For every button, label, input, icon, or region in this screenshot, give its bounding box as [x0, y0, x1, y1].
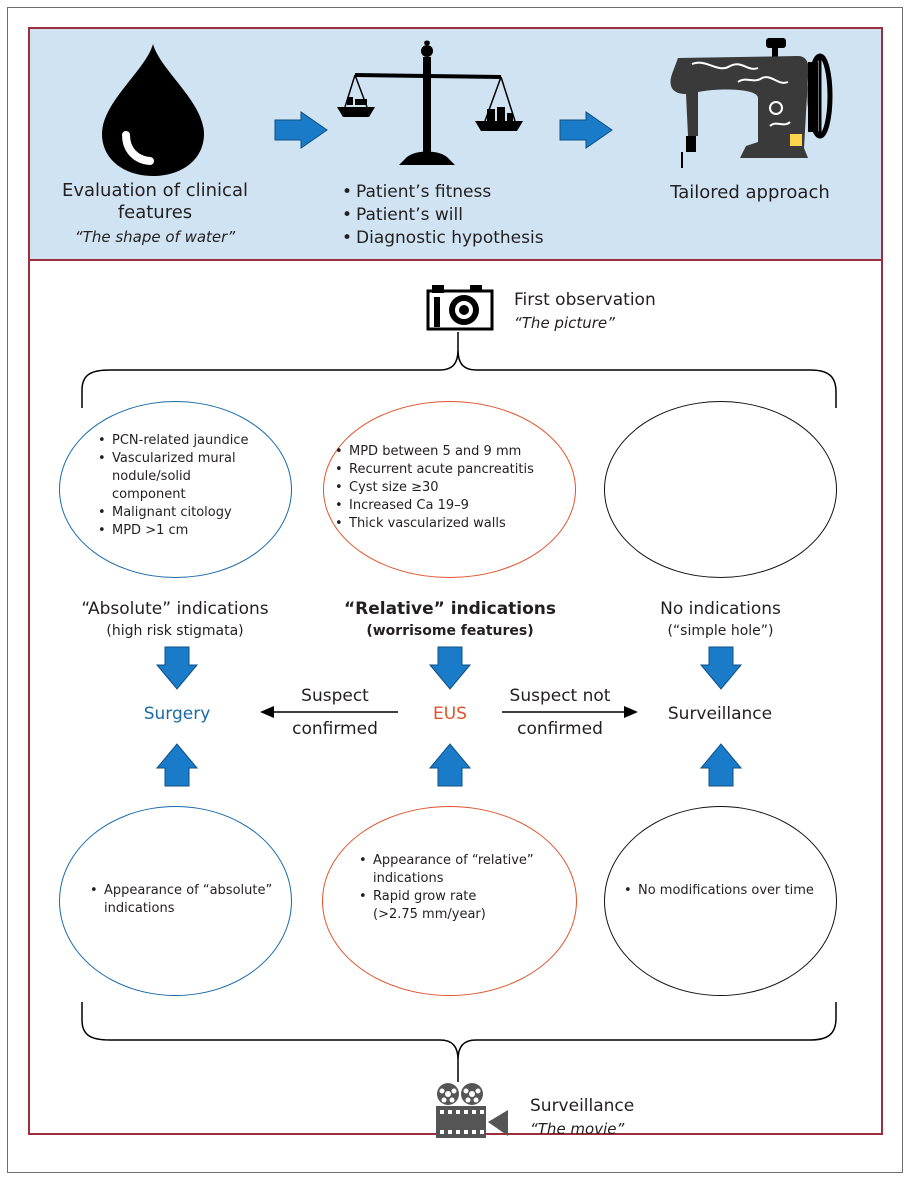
absolute-indications-title: “Absolute” indications: [81, 599, 269, 619]
arrow-left-thin: [260, 706, 398, 718]
sewing-machine-icon: [670, 38, 833, 168]
relative-criterion: MPD between 5 and 9 mm: [333, 443, 568, 461]
relative-criterion: Increased Ca 19–9: [333, 497, 568, 515]
top-brace: [81, 332, 837, 408]
none-appearance-list: No modifications over time: [622, 882, 832, 900]
arrow-down-left: [155, 646, 199, 690]
relative-indications-title: “Relative” indications: [343, 599, 557, 619]
no-indications-sub: (“simple hole”): [667, 623, 774, 639]
arrow-right-1: [274, 111, 328, 149]
relative-criteria-list: MPD between 5 and 9 mm Recurrent acute p…: [333, 443, 568, 533]
arrow-down-right: [699, 646, 743, 690]
surveillance-bottom-quote: “The movie”: [530, 1120, 625, 1138]
bottom-brace: [81, 1002, 837, 1082]
balance-scale-icon: [337, 40, 523, 165]
surgery-label: Surgery: [143, 704, 211, 724]
step2-bullet: Patient’s will: [340, 204, 544, 227]
absolute-indications-sub: (high risk stigmata): [106, 623, 244, 639]
first-observation-title: First observation: [514, 290, 656, 310]
relative-criterion: Recurrent acute pancreatitis: [333, 461, 568, 479]
step1-line1: Evaluation of clinical: [61, 180, 248, 201]
relative-appearance-item: Rapid grow rate (>2.75 mm/year): [357, 888, 513, 924]
step2-bullets: Patient’s fitness Patient’s will Diagnos…: [340, 181, 544, 250]
no-indications-ellipse-lower: [604, 806, 837, 996]
no-indications-title: No indications: [660, 599, 781, 619]
suspect-confirmed-line2: confirmed: [292, 719, 378, 739]
arrow-up-left: [155, 743, 199, 787]
step3-label: Tailored approach: [670, 182, 830, 203]
outer-frame: [7, 7, 903, 1173]
step2-bullet: Diagnostic hypothesis: [340, 227, 544, 250]
first-observation-quote: “The picture”: [514, 314, 615, 332]
arrow-right-thin: [502, 706, 638, 718]
surveillance-label: Surveillance: [667, 704, 773, 724]
relative-indications-sub: (worrisome features): [366, 623, 534, 639]
surveillance-bottom-title: Surveillance: [530, 1096, 635, 1116]
absolute-criteria-list: PCN-related jaundice Vascularized mural …: [96, 432, 276, 540]
camera-icon: [426, 285, 494, 331]
step1-line2: features: [117, 202, 193, 223]
suspect-confirmed-line1: Suspect: [301, 686, 369, 706]
relative-appearance-list: Appearance of “relative” indications Rap…: [357, 852, 552, 924]
eus-label: EUS: [433, 704, 467, 724]
water-drop-icon: [102, 44, 204, 176]
step1-quote: “The shape of water”: [74, 228, 236, 246]
suspect-not-confirmed-line1: Suspect not: [509, 686, 611, 706]
none-appearance-item: No modifications over time: [622, 882, 832, 900]
relative-criterion: Cyst size ≥30: [333, 479, 568, 497]
absolute-criterion: Vascularized mural nodule/solid componen…: [96, 450, 242, 504]
arrow-up-center: [428, 743, 472, 787]
arrow-up-right: [699, 743, 743, 787]
relative-appearance-item: Appearance of “relative” indications: [357, 852, 552, 888]
relative-criterion: Thick vascularized walls: [333, 515, 568, 533]
movie-camera-icon: [436, 1083, 508, 1138]
absolute-criterion: MPD >1 cm: [96, 522, 276, 540]
suspect-not-confirmed-line2: confirmed: [517, 719, 603, 739]
absolute-appearance-list: Appearance of “absolute” indications: [88, 882, 278, 918]
step2-bullet: Patient’s fitness: [340, 181, 544, 204]
arrow-right-2: [559, 111, 613, 149]
no-indications-ellipse-upper: [604, 401, 837, 578]
absolute-appearance-item: Appearance of “absolute” indications: [88, 882, 278, 918]
arrow-down-center: [428, 646, 472, 690]
absolute-criterion: Malignant citology: [96, 504, 276, 522]
absolute-criterion: PCN-related jaundice: [96, 432, 276, 450]
